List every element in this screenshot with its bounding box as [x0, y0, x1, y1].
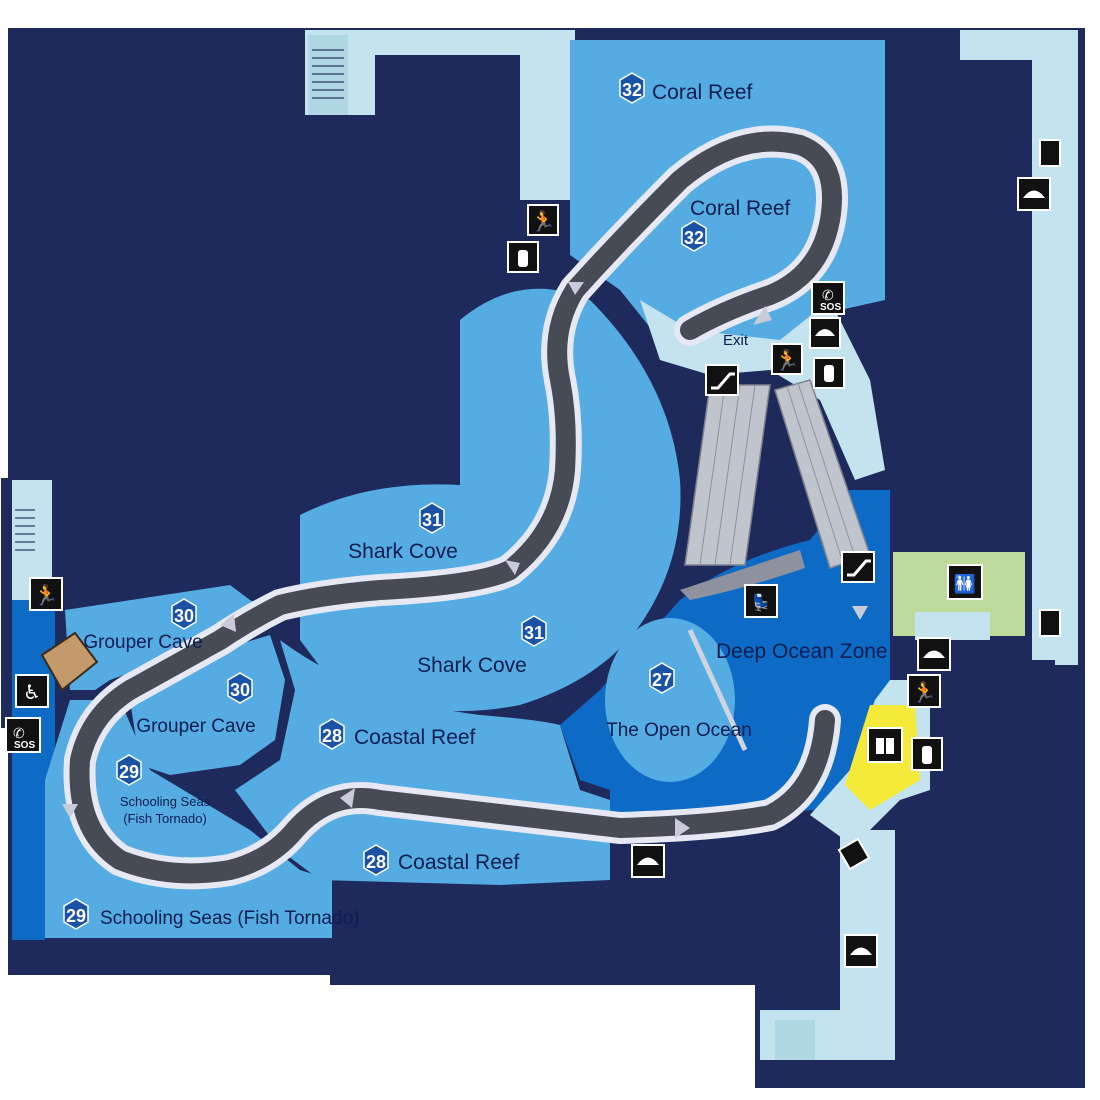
- escalators: [684, 379, 871, 569]
- svg-text:💺: 💺: [751, 593, 771, 612]
- sos-phone-icon: ✆ SOS: [811, 281, 845, 315]
- zone-label-coastal-reef-bottom: 28 Coastal Reef: [363, 844, 520, 876]
- zone-label-grouper-cave-left: 30 Grouper Cave: [83, 598, 203, 653]
- phone-icon: [1039, 609, 1061, 637]
- svg-text:🏃: 🏃: [775, 348, 800, 372]
- zone-label-schooling-seas-large: 29 Schooling Seas (Fish Tornado): [63, 898, 359, 930]
- gift-shop-icon: [867, 727, 903, 763]
- svg-text:🏃: 🏃: [34, 583, 59, 607]
- svg-text:(Fish Tornado): (Fish Tornado): [123, 811, 207, 826]
- escalator-icon: [705, 364, 739, 396]
- emergency-exit-icon: 🏃: [771, 343, 803, 375]
- right-service-corridor: [960, 30, 1078, 665]
- svg-text:Schooling Seas (Fish Tornado): Schooling Seas (Fish Tornado): [100, 908, 359, 929]
- zone-label-grouper-cave-right: 30 Grouper Cave: [136, 672, 256, 737]
- phone-icon: [1039, 139, 1061, 167]
- svg-text:SOS: SOS: [14, 740, 35, 751]
- zone-label-coral-reef-top: 32 Coral Reef: [619, 72, 753, 104]
- svg-text:27: 27: [652, 670, 672, 690]
- emergency-exit-icon: 🏃: [29, 577, 63, 611]
- svg-text:31: 31: [524, 623, 544, 643]
- stairwell-bottom: [775, 1020, 815, 1060]
- info-kiosk: [40, 631, 99, 692]
- svg-text:29: 29: [66, 906, 86, 926]
- zone-grouper-cave-left: [65, 585, 270, 690]
- path-direction-arrows: [62, 282, 868, 838]
- emergency-exit-icon: 🏃: [907, 674, 941, 708]
- sos-phone-icon: ✆ SOS: [5, 717, 41, 753]
- svg-text:28: 28: [366, 852, 386, 872]
- zone-label-shark-cove-top: 31 Shark Cove: [348, 502, 458, 563]
- svg-text:32: 32: [684, 228, 704, 248]
- bottom-corridor: [760, 830, 895, 1060]
- svg-text:SOS: SOS: [820, 302, 841, 313]
- zone-label-shark-cove-bottom: 31 Shark Cove: [417, 615, 547, 677]
- svg-text:30: 30: [230, 680, 250, 700]
- zone-shark-cove: [300, 288, 681, 712]
- shower-icon: [809, 317, 841, 349]
- svg-text:Shark Cove: Shark Cove: [417, 654, 527, 677]
- fire-extinguisher-icon: [813, 357, 845, 389]
- svg-text:Coral Reef: Coral Reef: [652, 81, 753, 104]
- restroom-icon: 🚻: [947, 564, 983, 600]
- shower-icon: [631, 844, 665, 878]
- shower-icon: [917, 637, 951, 671]
- svg-text:Grouper Cave: Grouper Cave: [83, 632, 202, 653]
- svg-text:🚻: 🚻: [954, 573, 976, 595]
- shower-icon: [844, 934, 878, 968]
- fire-extinguisher-icon: [507, 241, 539, 273]
- svg-text:The Open Ocean: The Open Ocean: [606, 720, 752, 741]
- shower-icon: [1017, 177, 1051, 211]
- svg-text:✆: ✆: [13, 726, 25, 742]
- svg-text:31: 31: [422, 510, 442, 530]
- top-corridor: [305, 30, 575, 200]
- zone-schooling-seas: [45, 700, 332, 938]
- svg-text:Coral Reef: Coral Reef: [690, 197, 791, 220]
- svg-text:♿: ♿: [23, 680, 41, 704]
- exit-label: Exit: [723, 332, 749, 349]
- wheelchair-icon: ♿: [15, 674, 49, 708]
- zone-label-open-ocean: 27 The Open Ocean: [606, 662, 752, 741]
- emergency-exit-icon: 🏃: [527, 204, 559, 236]
- svg-text:Grouper Cave: Grouper Cave: [136, 716, 255, 737]
- phone-icon: [837, 837, 871, 871]
- svg-text:32: 32: [622, 80, 642, 100]
- visitor-path: [63, 125, 848, 890]
- priority-seat-icon: 💺: [744, 584, 778, 618]
- svg-text:Coastal Reef: Coastal Reef: [398, 851, 520, 874]
- zone-label-schooling-seas-small: 29 Schooling Seas (Fish Tornado): [116, 754, 211, 826]
- svg-text:🏃: 🏃: [531, 209, 556, 233]
- svg-text:Coastal Reef: Coastal Reef: [354, 726, 476, 749]
- escalator-icon: [841, 551, 875, 583]
- zone-label-coral-reef-inner: Coral Reef 32: [681, 197, 791, 252]
- svg-text:29: 29: [119, 762, 139, 782]
- zone-label-deep-ocean: Deep Ocean Zone: [716, 640, 888, 663]
- zone-grouper-cave-right: [130, 635, 285, 775]
- svg-text:Shark Cove: Shark Cove: [348, 540, 458, 563]
- svg-text:🏃: 🏃: [912, 680, 937, 704]
- svg-text:28: 28: [322, 726, 342, 746]
- svg-text:✆: ✆: [822, 288, 834, 304]
- zone-label-coastal-reef-top: 28 Coastal Reef: [319, 718, 476, 750]
- svg-text:Schooling Seas: Schooling Seas: [120, 794, 211, 809]
- svg-text:30: 30: [174, 606, 194, 626]
- fire-extinguisher-icon: [911, 737, 943, 771]
- stairwell-top: [308, 35, 348, 115]
